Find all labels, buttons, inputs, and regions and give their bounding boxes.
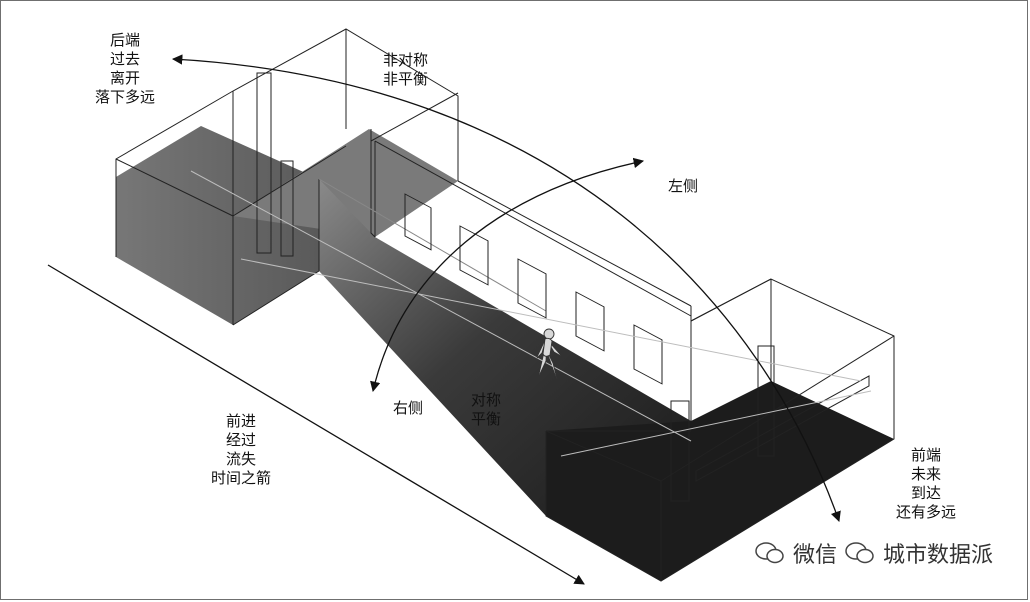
label-front-3: 到达 (911, 484, 942, 502)
label-symmetric-2: 平衡 (471, 410, 502, 428)
label-front-1: 前端 (911, 446, 942, 464)
label-symmetric-1: 对称 (471, 391, 502, 409)
label-back-4: 落下多远 (95, 88, 156, 106)
label-back-1: 后端 (110, 31, 141, 49)
label-right: 右侧 (393, 399, 424, 417)
wechat-icon-2 (845, 542, 874, 564)
label-forward-2: 经过 (226, 431, 257, 449)
label-back: 后端 过去 离开 落下多远 (95, 31, 155, 107)
label-back-2: 过去 (110, 50, 141, 68)
label-asymmetric-2: 非平衡 (383, 70, 429, 88)
label-asymmetric-1: 非对称 (383, 51, 429, 69)
label-forward-1: 前进 (226, 412, 257, 430)
walking-figure (536, 328, 562, 380)
arc-right-left (370, 157, 645, 393)
wechat-icon (755, 542, 784, 564)
label-front-2: 未来 (911, 465, 942, 483)
label-left: 左侧 (668, 177, 699, 195)
watermark: 微信 城市数据派 (755, 537, 993, 569)
label-asymmetric: 非对称 非平衡 (383, 51, 428, 89)
label-forward: 前进 经过 流失 时间之箭 (211, 412, 271, 488)
watermark-prefix: 微信 (792, 543, 837, 568)
label-front: 前端 未来 到达 还有多远 (896, 446, 956, 522)
label-forward-3: 流失 (226, 450, 257, 468)
floor-left (116, 126, 319, 325)
label-symmetric: 对称 平衡 (471, 391, 501, 429)
label-front-4: 还有多远 (896, 503, 957, 521)
label-forward-4: 时间之箭 (211, 469, 272, 487)
label-back-3: 离开 (110, 69, 141, 87)
watermark-name: 城市数据派 (882, 543, 993, 568)
